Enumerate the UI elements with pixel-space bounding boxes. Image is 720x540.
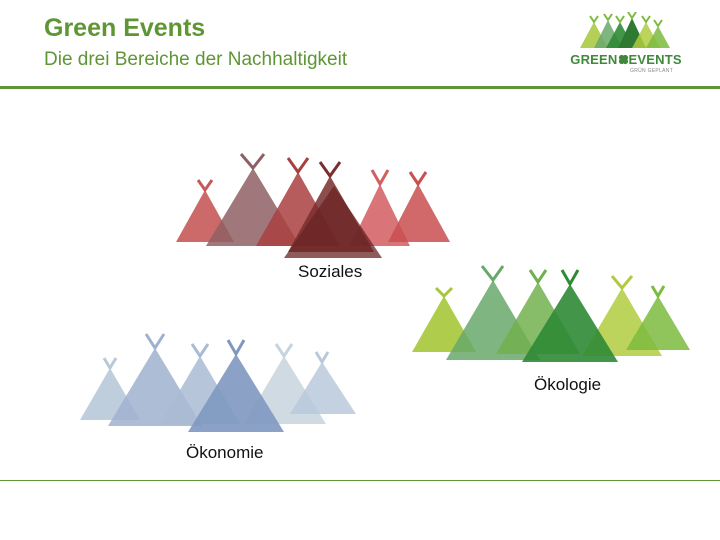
soziales-tent-group	[176, 154, 450, 258]
oekonomie-label: Ökonomie	[186, 443, 263, 463]
oekonomie-tent-group	[80, 334, 356, 432]
soziales-label: Soziales	[298, 262, 362, 282]
tent	[388, 184, 450, 242]
footer-divider	[0, 480, 720, 481]
oekologie-label: Ökologie	[534, 375, 601, 395]
oekologie-tent-group	[412, 266, 690, 362]
